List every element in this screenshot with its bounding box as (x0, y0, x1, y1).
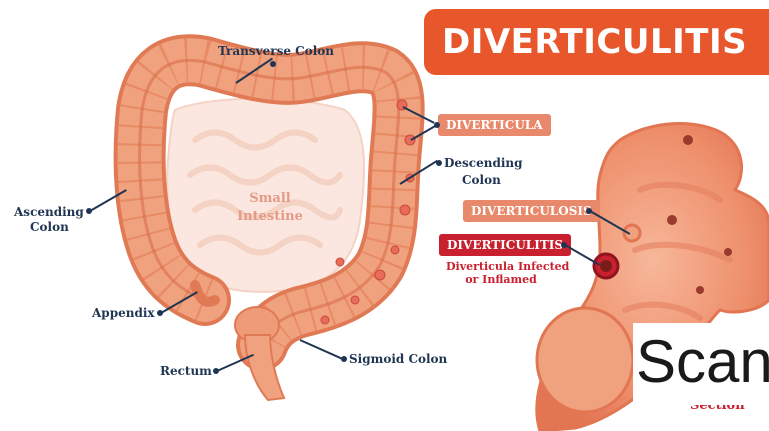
page-title: DIVERTICULITIS (442, 22, 747, 62)
label-transverse-colon-dot (270, 61, 276, 67)
label-small-intestine-1: Small (225, 190, 315, 208)
tag-diverticulosis: DIVERTICULOSIS (463, 200, 600, 222)
title-banner: DIVERTICULITIS (424, 9, 769, 75)
scan-overlay: Scan (633, 323, 769, 405)
tag-diverticulitis-note: Diverticula Infected or Inflamed (446, 260, 556, 286)
label-small-intestine: Small Intestine (225, 190, 315, 226)
tag-diverticula: DIVERTICULA (438, 114, 551, 136)
label-rectum: Rectum (160, 364, 212, 379)
tag-diverticulitis-note-1: Diverticula Infected (446, 260, 556, 273)
tag-diverticulitis: DIVERTICULITIS (439, 234, 571, 256)
label-sigmoid-colon: Sigmoid Colon (349, 352, 447, 367)
tag-diverticulitis-note-2: or Inflamed (446, 273, 556, 286)
label-appendix: Appendix (92, 306, 155, 321)
scan-overlay-text: Scan (636, 327, 769, 397)
label-descending-colon-1: Descending (444, 156, 523, 171)
label-descending-colon-2: Colon (462, 173, 501, 188)
label-ascending-colon-2: Colon (30, 220, 69, 235)
label-transverse-colon: Transverse Colon (218, 44, 334, 59)
label-small-intestine-2: Intestine (225, 208, 315, 226)
label-ascending-colon-1: Ascending (14, 205, 84, 220)
